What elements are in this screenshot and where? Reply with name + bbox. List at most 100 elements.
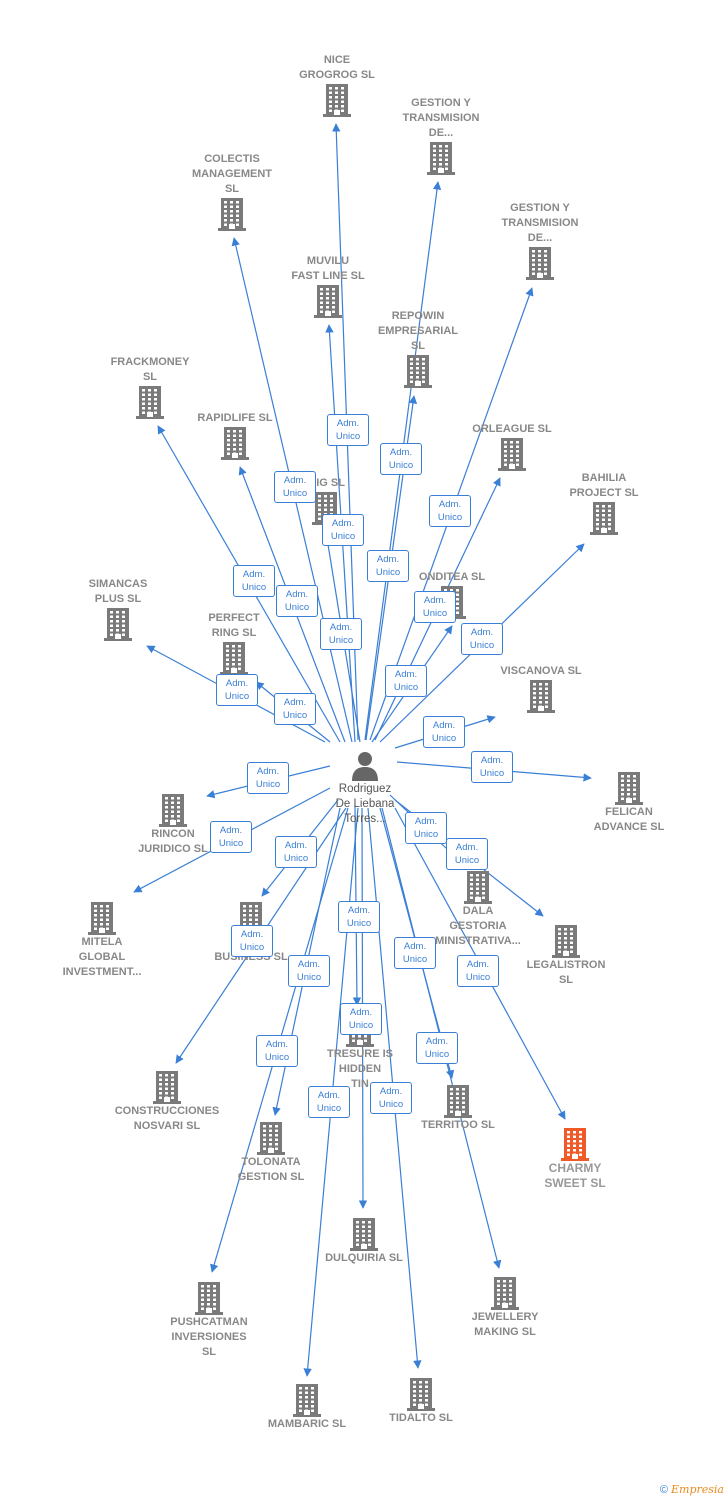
- relation-badge[interactable]: Adm. Unico: [370, 1082, 412, 1114]
- company-node[interactable]: CHARMY SWEET SL: [500, 1127, 650, 1191]
- building-icon: [314, 285, 342, 318]
- company-node[interactable]: TIDALTO SL: [346, 1377, 496, 1426]
- relation-badge[interactable]: Adm. Unico: [274, 693, 316, 725]
- company-node[interactable]: RINCON JURIDICO SL: [98, 793, 248, 857]
- company-node[interactable]: NICE GROGROG SL: [262, 53, 412, 117]
- company-node[interactable]: TERRITOO SL: [383, 1084, 533, 1133]
- building-icon: [427, 142, 455, 175]
- company-node[interactable]: COLECTIS MANAGEMENT SL: [157, 152, 307, 231]
- company-node[interactable]: RAPIDLIFE SL: [160, 411, 310, 460]
- company-node[interactable]: TOLONATA GESTION SL: [196, 1121, 346, 1185]
- building-icon: [527, 680, 555, 713]
- relation-badge[interactable]: Adm. Unico: [327, 414, 369, 446]
- company-node[interactable]: BAHILIA PROJECT SL: [529, 471, 679, 535]
- company-name: NICE GROGROG SL: [299, 54, 375, 81]
- relation-badge[interactable]: Adm. Unico: [446, 838, 488, 870]
- brand-logo-text: Empresia: [671, 1483, 724, 1496]
- relation-badge[interactable]: Adm. Unico: [274, 471, 316, 503]
- relation-badge[interactable]: Adm. Unico: [394, 937, 436, 969]
- relation-badge[interactable]: Adm. Unico: [288, 955, 330, 987]
- company-node[interactable]: MAMBARIC SL: [232, 1383, 382, 1432]
- footer-credit: © Empresia: [660, 1483, 724, 1496]
- building-icon: [561, 1128, 589, 1161]
- company-node[interactable]: DALA GESTORIA MINISTRATIVA...: [403, 870, 553, 949]
- building-icon: [323, 84, 351, 117]
- building-icon: [221, 427, 249, 460]
- relation-badge[interactable]: Adm. Unico: [423, 716, 465, 748]
- relation-badge[interactable]: Adm. Unico: [247, 762, 289, 794]
- relation-badge[interactable]: Adm. Unico: [461, 623, 503, 655]
- company-node[interactable]: REPOWIN EMPRESARIAL SL: [343, 309, 493, 388]
- company-node[interactable]: GESTION Y TRANSMISION DE...: [366, 96, 516, 175]
- building-icon: [444, 1085, 472, 1118]
- relation-badge[interactable]: Adm. Unico: [322, 514, 364, 546]
- relation-badge[interactable]: Adm. Unico: [429, 495, 471, 527]
- company-name: VISCANOVA SL: [500, 665, 582, 677]
- company-name: GESTION Y TRANSMISION DE...: [402, 97, 480, 139]
- company-node[interactable]: FELICAN ADVANCE SL: [554, 771, 704, 835]
- relation-badge[interactable]: Adm. Unico: [308, 1086, 350, 1118]
- company-node[interactable]: VISCANOVA SL: [466, 664, 616, 713]
- building-icon: [404, 355, 432, 388]
- building-icon: [153, 1071, 181, 1104]
- company-name: ORLEAGUE SL: [472, 423, 552, 435]
- building-icon: [218, 198, 246, 231]
- relation-badge[interactable]: Adm. Unico: [320, 618, 362, 650]
- relation-badge[interactable]: Adm. Unico: [380, 443, 422, 475]
- company-name: FELICAN ADVANCE SL: [593, 806, 665, 833]
- relation-badge[interactable]: Adm. Unico: [414, 591, 456, 623]
- company-node[interactable]: GESTION Y TRANSMISION DE...: [465, 201, 615, 280]
- relation-badge[interactable]: Adm. Unico: [231, 925, 273, 957]
- company-node[interactable]: DULQUIRIA SL: [289, 1217, 439, 1266]
- company-node[interactable]: ORLEAGUE SL: [437, 422, 587, 471]
- building-icon: [491, 1277, 519, 1310]
- building-icon: [88, 902, 116, 935]
- building-icon: [104, 608, 132, 641]
- company-node[interactable]: LEGALISTRON SL: [491, 924, 641, 988]
- company-name: COLECTIS MANAGEMENT SL: [191, 153, 273, 195]
- company-name: GESTION Y TRANSMISION DE...: [501, 202, 579, 244]
- relation-badge[interactable]: Adm. Unico: [338, 901, 380, 933]
- company-name: RINCON JURIDICO SL: [138, 828, 208, 855]
- company-node[interactable]: PERFECT RING SL: [159, 611, 309, 675]
- company-node[interactable]: SIMANCAS PLUS SL: [43, 577, 193, 641]
- building-icon: [195, 1282, 223, 1315]
- relation-badge[interactable]: Adm. Unico: [233, 565, 275, 597]
- building-icon: [615, 772, 643, 805]
- relation-badge[interactable]: Adm. Unico: [367, 550, 409, 582]
- company-node[interactable]: MITELA GLOBAL INVESTMENT...: [27, 901, 177, 980]
- company-node[interactable]: FRACKMONEY SL: [75, 355, 225, 419]
- relation-badge[interactable]: Adm. Unico: [256, 1035, 298, 1067]
- relation-badge[interactable]: Adm. Unico: [471, 751, 513, 783]
- center-person-node[interactable]: Rodriguez De Liebana Torres...: [310, 750, 420, 827]
- relation-badge[interactable]: Adm. Unico: [340, 1003, 382, 1035]
- person-icon: [352, 752, 378, 781]
- relation-badge[interactable]: Adm. Unico: [385, 665, 427, 697]
- company-name: DULQUIRIA SL: [325, 1252, 403, 1264]
- relation-badge[interactable]: Adm. Unico: [276, 585, 318, 617]
- relation-badge[interactable]: Adm. Unico: [275, 836, 317, 868]
- company-name: RAPIDLIFE SL: [197, 412, 273, 424]
- company-name: JEWELLERY MAKING SL: [471, 1311, 539, 1338]
- building-icon: [464, 871, 492, 904]
- building-icon: [498, 438, 526, 471]
- company-name: REPOWIN EMPRESARIAL SL: [377, 310, 459, 352]
- company-name: FRACKMONEY SL: [110, 356, 190, 383]
- company-name: ONDITEA SL: [418, 571, 486, 583]
- building-icon: [407, 1378, 435, 1411]
- relation-badge[interactable]: Adm. Unico: [416, 1032, 458, 1064]
- company-name: TRESURE IS HIDDEN TIN: [326, 1048, 393, 1090]
- relation-badge[interactable]: Adm. Unico: [210, 821, 252, 853]
- building-icon: [136, 386, 164, 419]
- company-name: BAHILIA PROJECT SL: [569, 472, 639, 499]
- company-node[interactable]: JEWELLERY MAKING SL: [430, 1276, 580, 1340]
- company-node[interactable]: MUVILU FAST LINE SL: [253, 254, 403, 318]
- company-node[interactable]: CONSTRUCCIONES NOSVARI SL: [92, 1070, 242, 1134]
- company-node[interactable]: PUSHCATMAN INVERSIONES SL: [134, 1281, 284, 1360]
- relation-badge[interactable]: Adm. Unico: [457, 955, 499, 987]
- building-icon: [350, 1218, 378, 1251]
- relation-badge[interactable]: Adm. Unico: [405, 812, 447, 844]
- building-icon: [159, 794, 187, 827]
- company-name: MAMBARIC SL: [267, 1418, 347, 1430]
- relation-badge[interactable]: Adm. Unico: [216, 674, 258, 706]
